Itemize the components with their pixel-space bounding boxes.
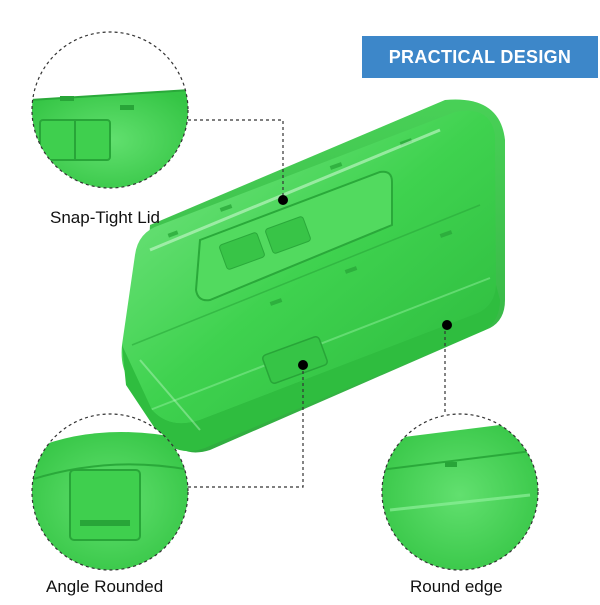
zoom-circle-angle	[31, 413, 189, 571]
practical-design-banner: PRACTICAL DESIGN	[362, 36, 598, 78]
pencil-box	[121, 99, 505, 453]
zoom-circle-lid	[31, 31, 189, 189]
zoom-circle-edge	[381, 413, 539, 571]
angle-rounded-label: Angle Rounded	[46, 577, 164, 596]
callout-dots	[278, 195, 452, 370]
snap-tight-lid-label: Snap-Tight Lid	[50, 208, 160, 227]
round-edge-label: Round edge	[410, 577, 503, 596]
leader-lines	[188, 119, 446, 488]
